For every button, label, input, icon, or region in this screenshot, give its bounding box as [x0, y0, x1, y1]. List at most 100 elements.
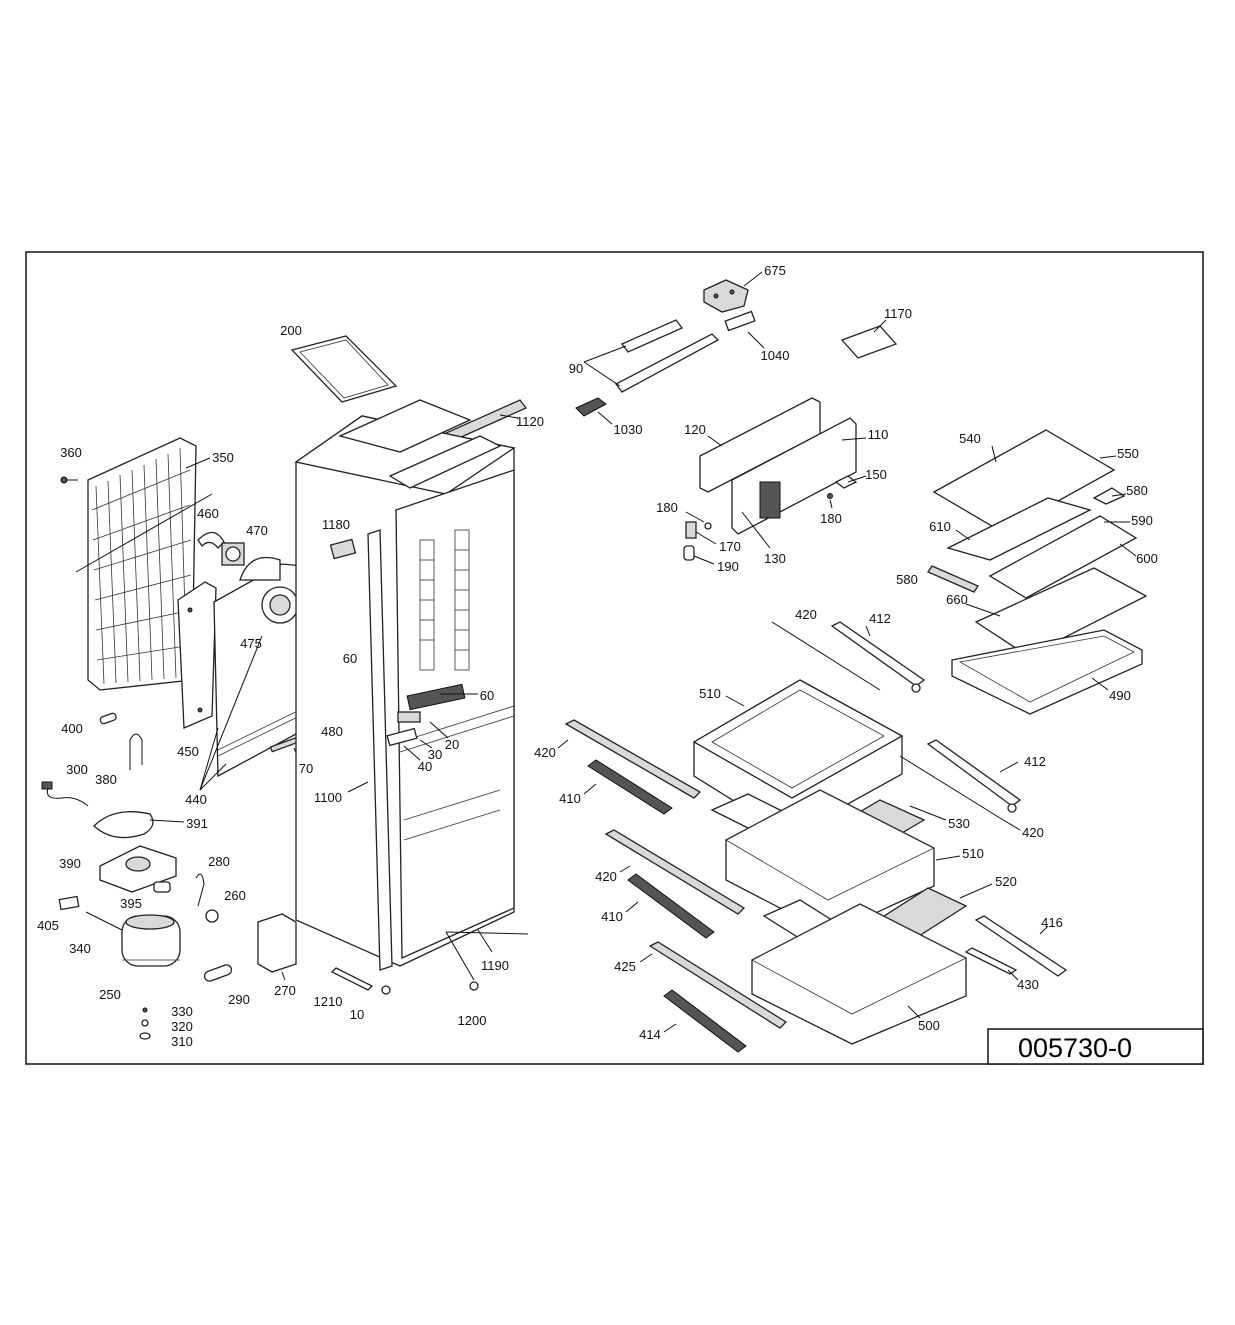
callout-c530: 530 — [948, 816, 970, 831]
callout-c1040: 1040 — [761, 348, 790, 363]
door-seal-frame — [367, 529, 393, 971]
callout-c1120: 1120 — [516, 414, 544, 429]
part-580a — [1092, 487, 1127, 505]
drawer-510b — [725, 789, 961, 935]
callout-c395: 395 — [120, 896, 142, 911]
callout-c20: 20 — [445, 737, 459, 752]
callout-c420b: 420 — [534, 745, 556, 760]
callout-c500: 500 — [918, 1018, 940, 1033]
rail-420d-410b — [604, 829, 746, 939]
callout-c1200: 1200 — [458, 1013, 487, 1028]
callout-c290: 290 — [228, 992, 250, 1007]
callout-c110: 110 — [868, 427, 889, 442]
transformer-270 — [257, 913, 297, 981]
callout-c280: 280 — [208, 854, 230, 869]
hinge-675 — [703, 271, 763, 313]
fan-motor-470 — [221, 542, 245, 566]
callout-c490: 490 — [1109, 688, 1131, 703]
callout-c340: 340 — [69, 941, 91, 956]
callout-c320: 320 — [171, 1019, 193, 1034]
callout-c120: 120 — [684, 422, 706, 437]
part-1170 — [840, 319, 898, 359]
callout-c190: 190 — [717, 559, 739, 574]
parts-170-180-190 — [683, 511, 717, 565]
condenser-350 — [75, 437, 213, 691]
callout-c60b: 60 — [480, 688, 494, 703]
hardware-330-320-310 — [139, 1007, 151, 1040]
door-bar-90 — [583, 319, 720, 393]
feet-1190-1200-1210-10 — [330, 929, 529, 995]
callout-c410b: 410 — [601, 909, 623, 924]
callout-c412b: 412 — [1024, 754, 1046, 769]
air-vents-column — [419, 529, 470, 671]
callout-c310: 310 — [171, 1034, 193, 1049]
tube-380 — [129, 733, 143, 770]
callout-c600: 600 — [1136, 551, 1158, 566]
callout-c450: 450 — [177, 744, 199, 759]
pipe-340 — [85, 911, 123, 931]
callout-c580a: 580 — [1126, 483, 1148, 498]
shelf-540-550 — [932, 429, 1117, 533]
callout-c300: 300 — [66, 762, 88, 777]
callout-c480: 480 — [321, 724, 343, 739]
callout-c360: 360 — [60, 445, 82, 460]
rail-412b-420c — [899, 739, 1022, 831]
callout-c425: 425 — [614, 959, 636, 974]
top-cover-200 — [290, 335, 398, 403]
callout-c416: 416 — [1041, 915, 1063, 930]
part-460 — [197, 531, 225, 549]
shelf-660 — [965, 567, 1148, 657]
rail-420a-412a — [771, 621, 926, 693]
cabinet-1100 — [294, 399, 516, 967]
callout-c400: 400 — [61, 721, 83, 736]
base-plate-390 — [99, 845, 177, 893]
relay-280-260 — [195, 873, 219, 923]
callout-c250: 250 — [99, 987, 121, 1002]
callout-c1030: 1030 — [614, 422, 643, 437]
callout-c470: 470 — [246, 523, 268, 538]
callout-c675: 675 — [764, 263, 786, 278]
callout-c40: 40 — [418, 759, 432, 774]
callout-c180b: 180 — [820, 511, 842, 526]
callout-c150: 150 — [865, 467, 887, 482]
drawing-frame — [25, 251, 1204, 1065]
part-1030 — [575, 397, 613, 425]
callout-c270: 270 — [274, 983, 296, 998]
door-handle-130 — [741, 481, 781, 549]
hinge-150-180 — [827, 475, 867, 509]
rail-420b-410a — [557, 719, 702, 815]
shelf-frame-490 — [951, 629, 1143, 715]
callout-c580b: 580 — [896, 572, 918, 587]
callout-c420c: 420 — [1022, 825, 1044, 840]
callout-c660: 660 — [946, 592, 968, 607]
part-1040 — [724, 310, 765, 349]
callout-c70: 70 — [299, 761, 313, 776]
callout-c520: 520 — [995, 874, 1017, 889]
callout-c1190: 1190 — [481, 958, 509, 973]
callout-c130: 130 — [764, 551, 786, 566]
screw-360 — [60, 476, 78, 484]
power-cord-300 — [41, 781, 89, 807]
shelf-590-600 — [988, 515, 1138, 599]
capacitor-290 — [203, 964, 233, 982]
callout-c440: 440 — [185, 792, 207, 807]
callout-c390: 390 — [59, 856, 81, 871]
callout-c330: 330 — [171, 1004, 193, 1019]
callout-c1100: 1100 — [314, 790, 342, 805]
rail-416-430 — [964, 915, 1068, 981]
callout-c1180: 1180 — [322, 517, 350, 532]
callout-c60a: 60 — [343, 651, 357, 666]
callout-c420d: 420 — [595, 869, 617, 884]
callout-c200: 200 — [280, 323, 302, 338]
callout-c405: 405 — [37, 918, 59, 933]
drawing-code-box — [987, 1028, 1204, 1065]
cover-391 — [93, 811, 185, 839]
drawer-500 — [751, 903, 967, 1045]
callout-c350: 350 — [212, 450, 234, 465]
callout-c260: 260 — [224, 888, 246, 903]
shelf-610 — [946, 497, 1092, 561]
callout-c414: 414 — [639, 1027, 661, 1042]
callout-c90: 90 — [569, 361, 583, 376]
rail-425-414 — [639, 941, 788, 1053]
compressor-250 — [121, 914, 181, 967]
